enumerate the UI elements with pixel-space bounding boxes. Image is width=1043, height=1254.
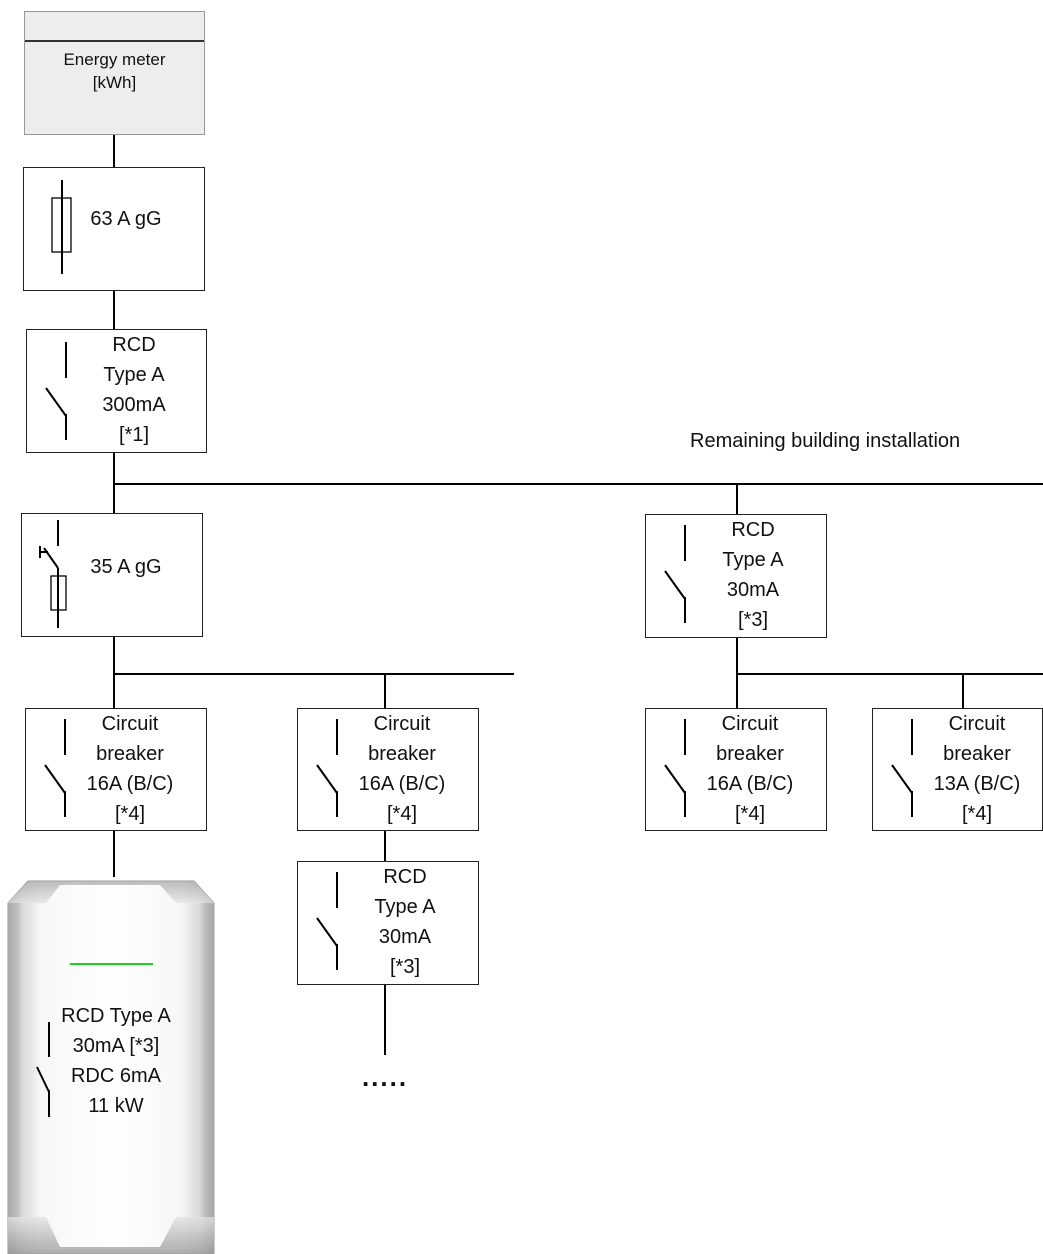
wire-bus-right-rcd bbox=[736, 483, 738, 514]
circuit-breaker: Circuit breaker 16A (B/C) [*4] bbox=[297, 708, 479, 831]
circuit-breaker: Circuit breaker 16A (B/C) [*4] bbox=[25, 708, 207, 831]
sub-fuse: 35 A gG bbox=[21, 513, 203, 637]
circuit-breaker-label: Circuit breaker 16A (B/C) [*4] bbox=[86, 713, 174, 825]
energy-meter: Energy meter [kWh] bbox=[24, 11, 205, 135]
circuit-breaker-label: Circuit breaker 16A (B/C) [*4] bbox=[358, 713, 446, 825]
sub-fuse-label: 35 A gG bbox=[90, 556, 162, 578]
circuit-breaker-label: Circuit breaker 16A (B/C) [*4] bbox=[706, 713, 794, 825]
meter-top-line bbox=[25, 40, 204, 42]
wire-subbus-breaker2 bbox=[384, 673, 386, 708]
switch-icon bbox=[316, 719, 338, 817]
circuit-breaker: Circuit breaker 16A (B/C) [*4] bbox=[645, 708, 827, 831]
right-rcd: RCD Type A 30mA [*3] bbox=[645, 514, 827, 638]
switch-fuse-icon bbox=[39, 520, 67, 628]
lower-rcd-label: RCD Type A 30mA [*3] bbox=[374, 866, 436, 978]
wallbox-charger bbox=[7, 880, 215, 1254]
switch-icon bbox=[664, 525, 686, 623]
right-rcd-label: RCD Type A 30mA [*3] bbox=[722, 519, 784, 631]
wallbox-label: RCD Type A 30mA [*3] RDC 6mA 11 kW bbox=[61, 1005, 171, 1117]
switch-icon bbox=[664, 719, 686, 817]
wire-rcd-continuation bbox=[384, 985, 386, 1055]
circuit-breaker: Circuit breaker 13A (B/C) [*4] bbox=[872, 708, 1043, 831]
switch-icon bbox=[891, 719, 913, 817]
main-fuse: 63 A gG bbox=[23, 167, 205, 291]
main-rcd-label: RCD Type A 300mA [*1] bbox=[102, 334, 166, 446]
main-fuse-label: 63 A gG bbox=[90, 208, 162, 230]
switch-icon bbox=[44, 719, 66, 817]
wire-breaker1-wallbox bbox=[113, 831, 115, 877]
wire-fuse-rcd bbox=[113, 291, 115, 329]
energy-meter-label: Energy meter [kWh] bbox=[63, 50, 166, 92]
continuation-dots: ..... bbox=[361, 1062, 409, 1092]
wire-meter-fuse bbox=[113, 135, 115, 167]
main-rcd: RCD Type A 300mA [*1] bbox=[26, 329, 207, 453]
sub-bus-right bbox=[736, 673, 1043, 675]
lower-rcd: RCD Type A 30mA [*3] bbox=[297, 861, 479, 985]
wire-subbus-breaker4 bbox=[962, 673, 964, 708]
main-bus bbox=[113, 483, 1043, 485]
wire-subfuse-subbus bbox=[113, 637, 115, 708]
sub-bus-left bbox=[113, 673, 514, 675]
switch-icon bbox=[45, 342, 67, 440]
fuse-icon bbox=[51, 180, 72, 274]
circuit-breaker-label: Circuit breaker 13A (B/C) [*4] bbox=[933, 713, 1021, 825]
switch-icon bbox=[316, 872, 338, 970]
remaining-building-label: Remaining building installation bbox=[690, 430, 961, 452]
wire-breaker2-rcd bbox=[384, 831, 386, 861]
